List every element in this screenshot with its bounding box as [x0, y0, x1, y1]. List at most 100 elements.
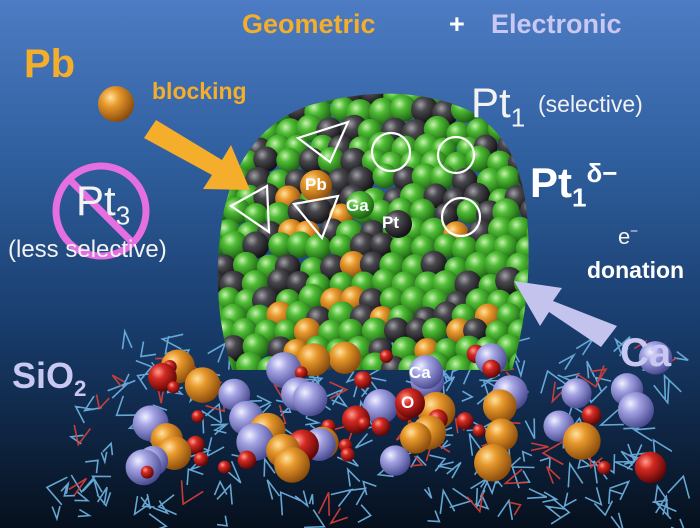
- pt-atom: [217, 269, 226, 296]
- ca-atom-labelled: [409, 355, 443, 389]
- forbidden-icon: [52, 162, 150, 260]
- pt1-symbol: Pt: [471, 79, 511, 126]
- pb-atom: [339, 251, 367, 278]
- pb-atom: [217, 115, 221, 143]
- donation-label: donation: [587, 257, 685, 283]
- ga-atom: [220, 230, 248, 259]
- surface-atoms: [125, 170, 673, 486]
- pt-atom: [369, 232, 394, 257]
- pt1-site-circle: [440, 196, 482, 238]
- pb-atom: [485, 418, 518, 452]
- ga-atom: [524, 355, 529, 371]
- ga-atom: [304, 234, 331, 261]
- o-atom: [294, 366, 308, 379]
- o-atom: [634, 451, 667, 484]
- cluster-ga-label: Ga: [346, 196, 369, 215]
- ga-atom: [243, 99, 271, 127]
- ga-atom: [526, 221, 529, 247]
- sio2-label: SiO2: [12, 358, 86, 400]
- o-atom: [379, 349, 393, 363]
- ga-atom: [507, 216, 529, 242]
- ga-atom: [495, 165, 521, 191]
- ga-atom: [268, 232, 294, 258]
- ca-atom: [638, 341, 673, 375]
- pb-atom: [474, 444, 512, 482]
- o-atom: [218, 460, 231, 474]
- ga-atom: [235, 352, 264, 371]
- pb-atom: [274, 447, 310, 483]
- cluster-pb-label: Pb: [305, 175, 327, 194]
- o-atom: [191, 410, 204, 423]
- ga-atom: [390, 95, 417, 122]
- ca-atom: [561, 378, 592, 409]
- surface-ca-label: Ca: [409, 363, 431, 382]
- pt-atom: [256, 93, 285, 107]
- pt1-site-circle: [370, 131, 412, 173]
- pb-atom-icon: [98, 86, 134, 122]
- pt-atom: [217, 185, 219, 211]
- pb-label: Pb: [24, 42, 76, 86]
- ca-atom: [362, 389, 399, 425]
- ga-atom: [217, 287, 220, 316]
- ga-atom: [193, 220, 218, 245]
- ga-atom: [361, 317, 389, 345]
- o-atom: [371, 417, 391, 436]
- site-markers: [228, 120, 482, 241]
- pt3-site-triangle: [291, 194, 340, 241]
- blocking-label: blocking: [152, 78, 247, 104]
- o-atom: [237, 450, 257, 470]
- o-atom: [597, 460, 611, 475]
- selective-note: (selective): [538, 91, 643, 117]
- o-atom: [472, 424, 486, 437]
- pt-atom: [305, 197, 333, 224]
- pt3-note: (less selective): [8, 236, 167, 263]
- pt3-subscript: 3: [115, 200, 131, 231]
- pt-atom-labelled: [384, 210, 412, 238]
- pb-atom: [399, 422, 432, 454]
- ga-atom: [217, 100, 229, 127]
- ga-atom: [243, 203, 269, 228]
- o-atom: [354, 371, 372, 389]
- electronic-label: Electronic: [491, 9, 622, 39]
- o-atom: [482, 359, 501, 378]
- ga-atom: [217, 315, 221, 343]
- o-atom: [340, 447, 355, 462]
- ga-atom: [445, 355, 474, 371]
- ga-atom: [192, 255, 216, 279]
- pt1-delta-symbol: Pt: [530, 159, 572, 206]
- blocking-arrow: [144, 120, 250, 190]
- pt-atom: [267, 268, 294, 295]
- pt-atom: [217, 119, 242, 146]
- electron-label: e−: [618, 223, 639, 249]
- ga-atom-labelled: [346, 191, 374, 219]
- pt1-delta-subscript: 1: [572, 182, 587, 213]
- pb-atom: [328, 341, 362, 374]
- pt-atom: [411, 96, 439, 124]
- pb-atom: [482, 389, 517, 424]
- pt1-selective-label: Pt1: [471, 79, 525, 131]
- pt3-site-triangle: [228, 184, 271, 235]
- pt1-delta-label: Pt1δ−: [530, 159, 617, 210]
- o-atom: [140, 465, 154, 479]
- pb-atom-labelled: [300, 170, 332, 202]
- pb-atom: [274, 93, 302, 109]
- pt1-site-circle: [436, 135, 476, 175]
- pt1-delta-charge: δ−: [586, 158, 618, 188]
- plus-sign: +: [449, 9, 465, 39]
- ca-promoter-label: Ca: [620, 331, 672, 375]
- pb-atom: [562, 422, 601, 460]
- ca-atom: [292, 381, 328, 417]
- sio2-subscript: 2: [74, 376, 87, 402]
- ga-atom: [276, 147, 302, 173]
- o-atom: [456, 412, 474, 430]
- o-atom: [167, 381, 180, 394]
- pt3-label: Pt3: [76, 180, 130, 229]
- ca-atom: [617, 391, 654, 429]
- electron-charge: −: [630, 223, 639, 239]
- o-atom: [186, 435, 205, 454]
- electron-symbol: e: [618, 224, 631, 249]
- o-atom: [357, 416, 371, 430]
- pb-atom: [184, 367, 221, 403]
